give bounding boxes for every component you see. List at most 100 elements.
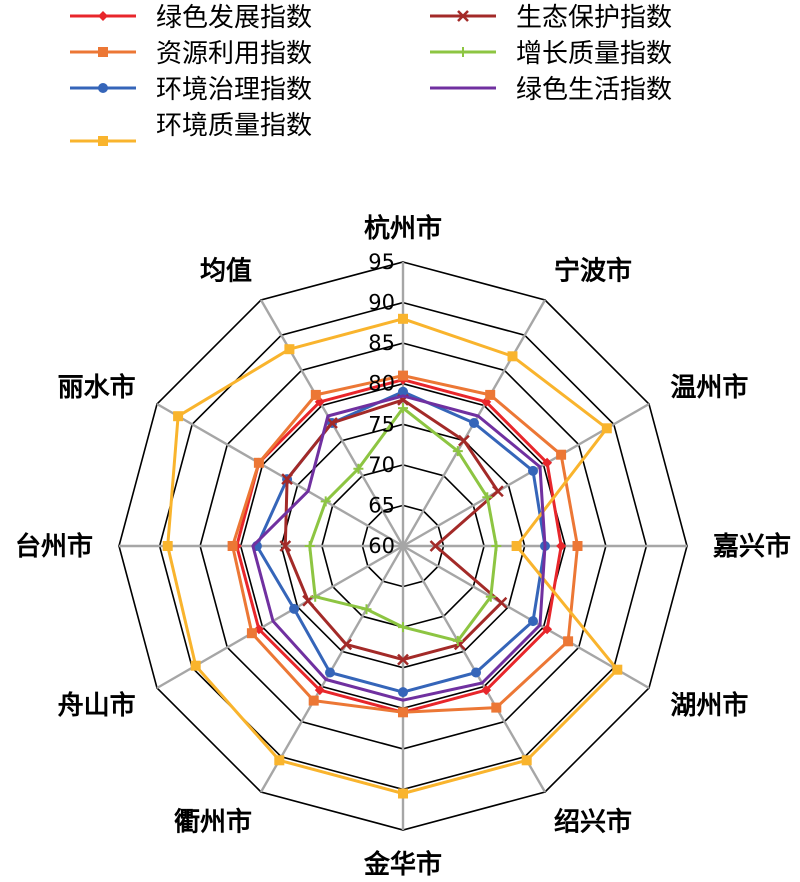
data-point bbox=[398, 313, 408, 324]
data-point bbox=[469, 418, 479, 428]
data-point bbox=[471, 667, 481, 678]
legend-label: 环境质量指数 bbox=[156, 111, 312, 141]
data-point bbox=[227, 541, 238, 551]
category-label: 绍兴市 bbox=[554, 806, 632, 837]
data-point bbox=[492, 485, 504, 498]
series-7 bbox=[251, 394, 547, 702]
data-point bbox=[542, 624, 553, 635]
data-point bbox=[274, 755, 285, 766]
data-point bbox=[304, 541, 315, 551]
legend-marker bbox=[98, 136, 108, 146]
series-5 bbox=[279, 394, 508, 666]
radar-spokes bbox=[119, 262, 687, 830]
data-point bbox=[452, 635, 463, 646]
data-point bbox=[481, 685, 492, 696]
legend-marker bbox=[98, 83, 108, 93]
legend-item: 生态保护指数 bbox=[430, 3, 672, 33]
legend-label: 环境治理指数 bbox=[156, 75, 312, 105]
category-label: 金华市 bbox=[363, 849, 442, 880]
legend-item: 绿色生活指数 bbox=[430, 75, 672, 105]
data-point bbox=[429, 540, 442, 552]
data-point bbox=[281, 473, 293, 485]
legend-label: 资源利用指数 bbox=[156, 39, 312, 69]
data-point bbox=[528, 616, 538, 627]
data-point bbox=[485, 591, 496, 602]
data-point bbox=[190, 660, 201, 671]
legend-marker bbox=[458, 47, 468, 57]
data-point bbox=[452, 446, 463, 457]
series-2 bbox=[227, 370, 583, 718]
tick-label: 90 bbox=[368, 291, 395, 315]
data-point bbox=[253, 457, 264, 468]
category-label: 均值 bbox=[200, 257, 252, 287]
data-point bbox=[320, 496, 331, 507]
data-point bbox=[458, 434, 470, 447]
data-point bbox=[284, 344, 295, 355]
data-point bbox=[162, 541, 173, 551]
tick-label: 95 bbox=[368, 250, 395, 274]
data-point bbox=[511, 541, 522, 551]
legend-item: 环境质量指数 bbox=[70, 111, 312, 146]
legend-item: 环境治理指数 bbox=[70, 75, 312, 105]
category-label: 丽水市 bbox=[58, 372, 136, 403]
data-point bbox=[353, 463, 364, 474]
data-point bbox=[340, 638, 353, 651]
category-label: 台州市 bbox=[15, 531, 93, 562]
tick-label: 60 bbox=[368, 534, 395, 558]
data-point bbox=[572, 541, 583, 551]
legend-marker bbox=[98, 47, 108, 57]
legend-marker bbox=[457, 10, 469, 22]
tick-label: 80 bbox=[368, 372, 395, 396]
data-point bbox=[246, 628, 257, 639]
data-point bbox=[289, 603, 300, 614]
legend-label: 绿色生活指数 bbox=[516, 75, 672, 105]
legend-item: 增长质量指数 bbox=[430, 39, 672, 69]
spoke-5 bbox=[402, 544, 650, 690]
data-point bbox=[521, 755, 532, 766]
data-point bbox=[482, 492, 493, 503]
legend-label: 绿色发展指数 bbox=[156, 3, 312, 33]
category-label: 温州市 bbox=[670, 372, 748, 403]
category-label: 嘉兴市 bbox=[713, 531, 791, 562]
data-point bbox=[601, 423, 612, 434]
data-point bbox=[542, 457, 553, 468]
tick-label: 75 bbox=[368, 412, 395, 436]
data-point bbox=[491, 541, 502, 551]
category-label: 衢州市 bbox=[174, 806, 252, 837]
data-point bbox=[398, 386, 408, 397]
data-point bbox=[398, 370, 408, 381]
legend-item: 绿色发展指数 bbox=[70, 3, 312, 33]
tick-label: 85 bbox=[368, 331, 395, 355]
data-point bbox=[491, 702, 502, 713]
series-6 bbox=[304, 403, 502, 646]
data-point bbox=[556, 449, 567, 460]
data-point bbox=[398, 788, 408, 799]
category-label: 舟山市 bbox=[58, 690, 136, 721]
data-point bbox=[173, 411, 184, 422]
data-point bbox=[397, 653, 409, 666]
series-line bbox=[251, 394, 547, 702]
data-point bbox=[361, 604, 372, 615]
tick-label: 65 bbox=[368, 493, 395, 517]
category-label: 宁波市 bbox=[554, 256, 632, 287]
spoke-11 bbox=[156, 402, 404, 548]
data-point bbox=[507, 351, 518, 362]
series-4 bbox=[162, 313, 623, 799]
data-point bbox=[325, 667, 335, 678]
data-point bbox=[398, 403, 408, 414]
legend-label: 生态保护指数 bbox=[516, 3, 672, 33]
data-point bbox=[314, 685, 325, 696]
radar-series bbox=[162, 313, 623, 799]
data-point bbox=[563, 636, 574, 647]
data-point bbox=[310, 389, 321, 400]
data-point bbox=[485, 389, 496, 400]
legend-item: 资源利用指数 bbox=[70, 39, 312, 69]
data-point bbox=[612, 664, 623, 675]
data-point bbox=[308, 695, 319, 706]
data-point bbox=[398, 622, 408, 633]
data-point bbox=[528, 465, 538, 476]
